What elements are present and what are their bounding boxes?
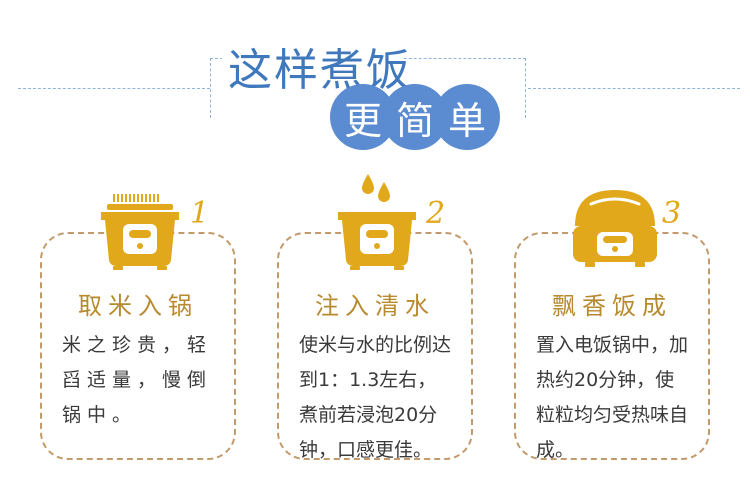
rice-cooker-with-rice-icon <box>95 190 185 276</box>
step-body-1: 米之珍贵，轻舀适量，慢倒锅中。 <box>62 334 213 426</box>
step-card-1: 取米入锅 米之珍贵，轻舀适量，慢倒锅中。 <box>40 232 236 460</box>
step-title-1: 取米入锅 <box>78 292 198 320</box>
subtitle-badges: 更 简 单 <box>330 84 530 154</box>
step-title-3: 飘香饭成 <box>552 292 672 320</box>
step-number-1: 1 <box>190 196 210 231</box>
page-title: 这样煮饭 <box>228 45 412 96</box>
closed-rice-cooker-icon <box>569 186 661 276</box>
step-number-2: 2 <box>426 196 446 231</box>
subtitle-char-3: 单 <box>434 84 500 150</box>
step-body-2: 使米与水的比例达到1：1.3左右，煮前若浸泡20分钟，口感更佳。 <box>299 334 452 461</box>
rice-cooker-with-water-drops-icon <box>332 172 422 276</box>
step-card-2: 注入清水 使米与水的比例达到1：1.3左右，煮前若浸泡20分钟，口感更佳。 <box>277 232 473 461</box>
divider-left <box>18 88 210 89</box>
step-card-3: 飘香饭成 置入电饭锅中，加热约20分钟，使粒粒均匀受热味自成。 <box>514 232 710 461</box>
step-title-2: 注入清水 <box>315 292 435 320</box>
step-body-3: 置入电饭锅中，加热约20分钟，使粒粒均匀受热味自成。 <box>536 334 689 461</box>
divider-right <box>528 88 740 89</box>
step-number-3: 3 <box>662 196 682 231</box>
